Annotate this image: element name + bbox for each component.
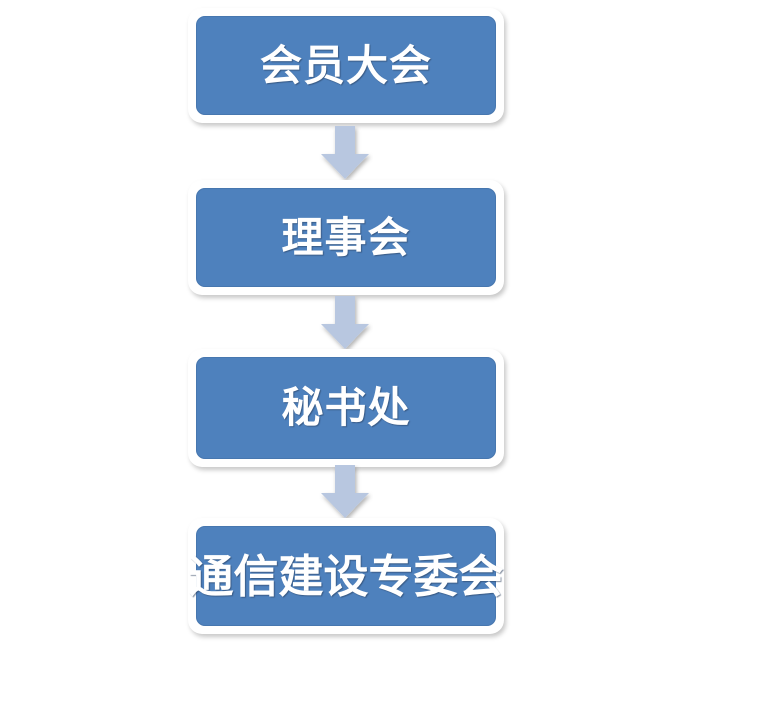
flowchart-node-members-assembly[interactable]: 会员大会 [188, 8, 504, 123]
flowchart-node-secretariat[interactable]: 秘书处 [188, 349, 504, 467]
arrow-down-icon-1 [319, 126, 373, 182]
node-label: 会员大会 [259, 40, 432, 90]
node-body: 秘书处 [196, 357, 496, 459]
node-body: 通信建设专委会 [189, 526, 504, 626]
flowchart-node-communication-construction-committee[interactable]: 通信建设专委会 [188, 518, 504, 634]
node-label: 理事会 [281, 212, 411, 262]
node-body: 理事会 [196, 188, 496, 287]
flowchart-node-board-of-directors[interactable]: 理事会 [188, 180, 504, 295]
arrow-down-icon-2 [319, 296, 373, 352]
arrow-down-icon-3 [319, 465, 373, 521]
node-label: 通信建设专委会 [188, 549, 504, 603]
node-body: 会员大会 [196, 16, 496, 115]
node-label: 秘书处 [281, 383, 411, 432]
